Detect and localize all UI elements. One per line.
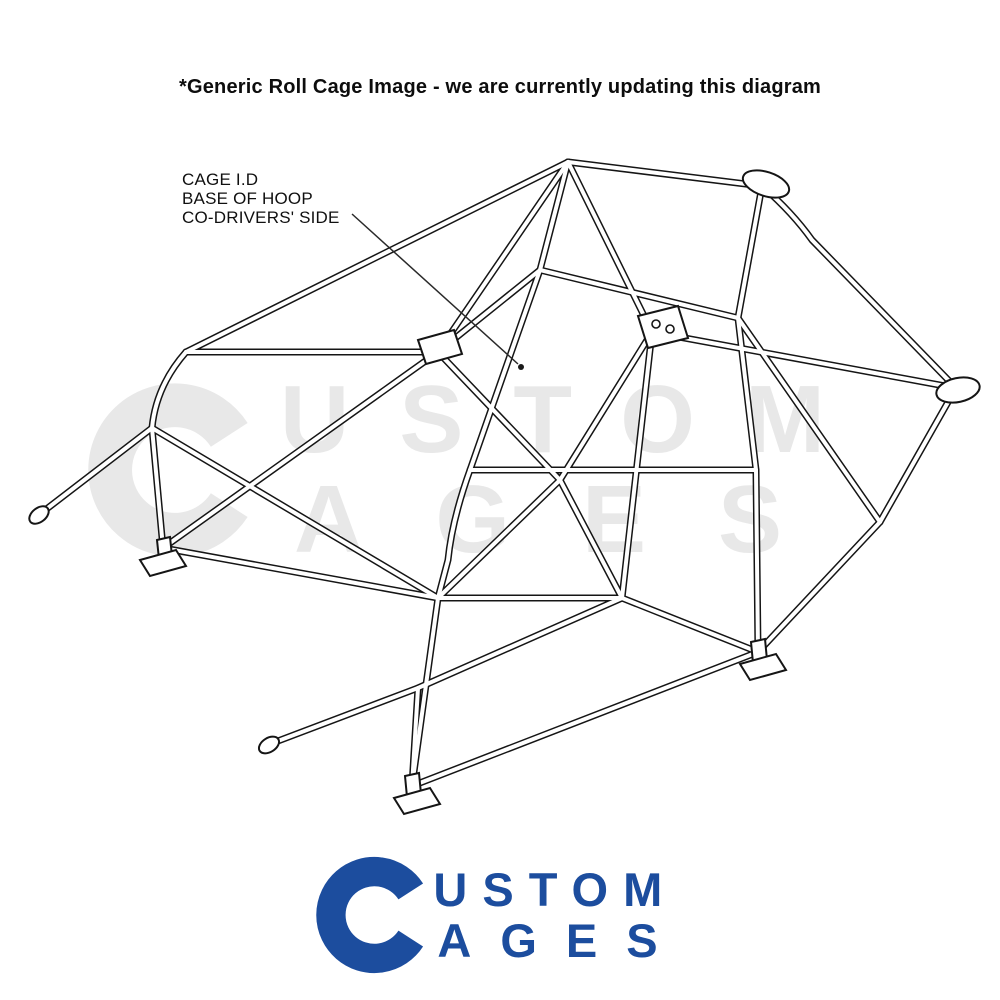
cage-tubes-fill (38, 160, 958, 788)
logo-text: USTOM AGES (433, 862, 687, 967)
annotation-line: CO-DRIVERS' SIDE (182, 208, 340, 227)
bracket-plate (636, 304, 690, 350)
tube-end (257, 735, 281, 755)
mounting-pad (741, 169, 791, 199)
mounting-pad (935, 376, 981, 404)
logo-c-mark (316, 856, 424, 974)
mounting-foot-plate (138, 548, 188, 578)
cage-tubes-outline (40, 162, 956, 786)
logo-wordmark-top: USTOM (433, 862, 678, 916)
logo-wordmark-bottom: AGES (437, 913, 687, 967)
tube-end (28, 505, 50, 525)
mounting-foot-plate (738, 652, 788, 682)
annotation-label: CAGE I.D BASE OF HOOP CO-DRIVERS' SIDE (182, 170, 340, 227)
annotation-leader-line (351, 213, 524, 370)
bracket-hole (665, 324, 675, 334)
brand-logo: USTOM AGES (313, 854, 686, 976)
bracket-hole (651, 319, 661, 329)
header-notice: *Generic Roll Cage Image - we are curren… (178, 76, 822, 98)
annotation-line: BASE OF HOOP (182, 189, 313, 208)
annotation-line: CAGE I.D (182, 170, 259, 189)
cage-fittings (28, 169, 981, 816)
gusset-plate (416, 328, 464, 366)
mounting-foot-plate (392, 786, 442, 816)
